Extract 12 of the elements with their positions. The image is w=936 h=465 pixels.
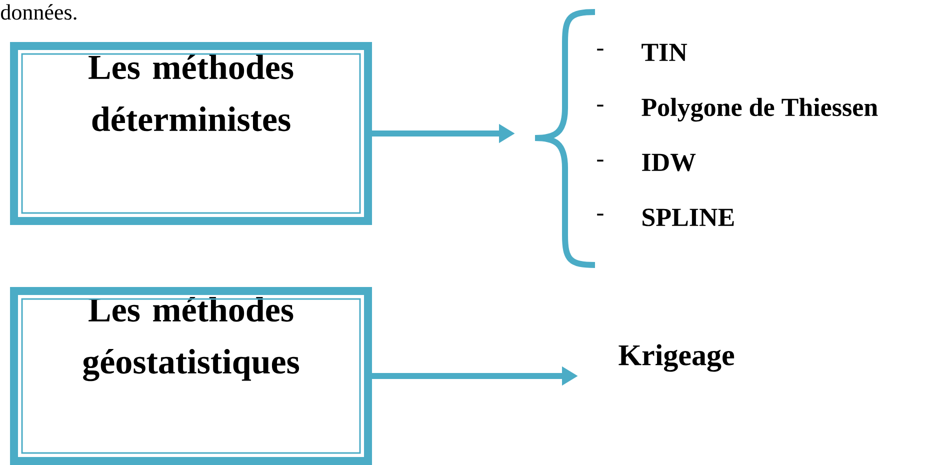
list-item: TIN <box>642 44 688 61</box>
list-dash: - <box>597 104 604 107</box>
method-label: Krigeage <box>618 344 734 372</box>
method-box: Les méthodes géostatistiques <box>10 287 372 465</box>
list-dash: - <box>597 214 604 216</box>
method-box: Les méthodes déterministes <box>10 42 372 225</box>
body-text: données. <box>1 4 76 20</box>
list-item: IDW <box>642 154 696 172</box>
list-dash: - <box>597 160 604 162</box>
list-dash: - <box>597 48 604 51</box>
list-item: Polygone de Thiessen <box>642 98 878 122</box>
list-item: SPLINE <box>642 208 734 226</box>
